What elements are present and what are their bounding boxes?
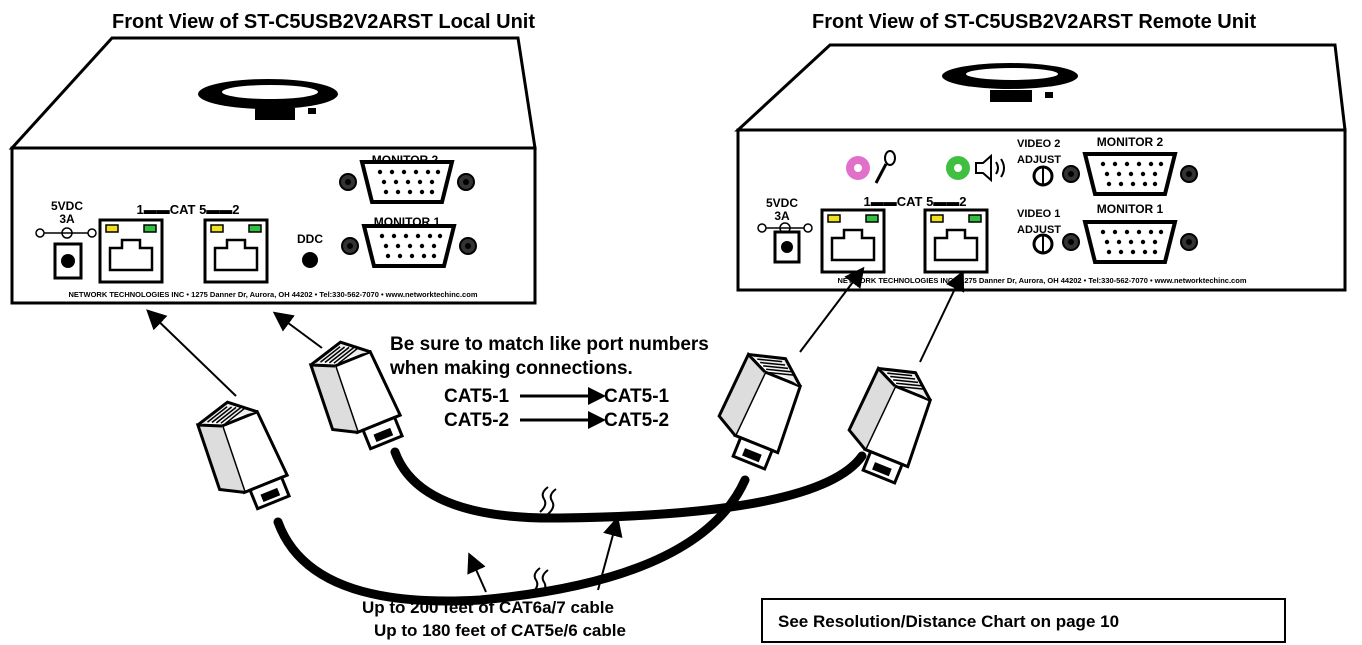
cable-note-line-2: Up to 180 feet of CAT5e/6 cable [374,621,626,640]
map-to-1: CAT5-1 [604,386,670,407]
cable-length-note: Up to 200 feet of CAT6a/7 cable Up to 18… [362,598,626,640]
ddc-button[interactable] [302,252,318,268]
remote-monitor1-label: MONITOR 1 [1097,202,1164,216]
remote-power-label-2: 3A [774,209,790,223]
video1-adjust-label: ADJUST [1017,224,1061,236]
remote-power-label-1: 5VDC [766,196,798,210]
remote-cat5-label: 1▬▬CAT 5▬▬2 [863,194,966,209]
dc-polarity-icon [35,227,97,239]
remote-cat5-port-2[interactable] [923,208,989,274]
resolution-chart-note: See Resolution/Distance Chart on page 10 [761,598,1286,643]
cable-note-line-1: Up to 200 feet of CAT6a/7 cable [362,598,614,617]
remote-cat5-port-1[interactable] [820,208,886,274]
connection-arrows [146,266,965,593]
remote-power-jack[interactable] [773,230,801,264]
microphone-icon [874,150,896,184]
map-from-1: CAT5-1 [444,386,510,407]
chart-note-text: See Resolution/Distance Chart on page 10 [778,612,1119,631]
video2-label: VIDEO 2 [1017,138,1060,150]
local-power-label-1: 5VDC [51,199,83,213]
remote-monitor2-label: MONITOR 2 [1097,135,1164,149]
remote-unit-title: Front View of ST-C5USB2V2ARST Remote Uni… [812,11,1256,33]
rj45-plug [188,390,297,521]
local-unit: Front View of ST-C5USB2V2ARST Local Unit… [8,11,537,305]
speaker-icon [975,153,1005,183]
remote-footer: NETWORK TECHNOLOGIES INC • 1275 Danner D… [838,276,1247,285]
local-cat5-port-1[interactable] [98,218,164,284]
cables [273,447,867,606]
map-from-2: CAT5-2 [444,410,509,431]
video1-adjust-knob[interactable] [1032,233,1054,255]
mic-jack[interactable] [846,156,870,180]
ntic-logo [198,79,338,120]
local-cat5-port-2[interactable] [203,218,269,284]
rj45-plug [705,342,813,473]
port-matching-instructions: Be sure to match like port numbers when … [389,334,709,431]
local-power-jack[interactable] [53,242,83,280]
ntic-logo [942,63,1078,102]
remote-unit: Front View of ST-C5USB2V2ARST Remote Uni… [734,11,1347,292]
video2-adjust-label: ADJUST [1017,154,1061,166]
local-cat5-label: 1▬▬CAT 5▬▬2 [136,202,239,217]
ddc-label: DDC [297,232,323,246]
video2-adjust-knob[interactable] [1032,165,1054,187]
instruction-line-1: Be sure to match like port numbers [390,334,709,355]
speaker-jack[interactable] [946,156,970,180]
video1-label: VIDEO 1 [1017,208,1060,220]
local-power-label-2: 3A [59,212,75,226]
map-to-2: CAT5-2 [604,410,669,431]
instruction-line-2: when making connections. [389,358,633,379]
local-footer: NETWORK TECHNOLOGIES INC • 1275 Danner D… [69,290,478,299]
local-unit-title: Front View of ST-C5USB2V2ARST Local Unit [112,11,535,33]
